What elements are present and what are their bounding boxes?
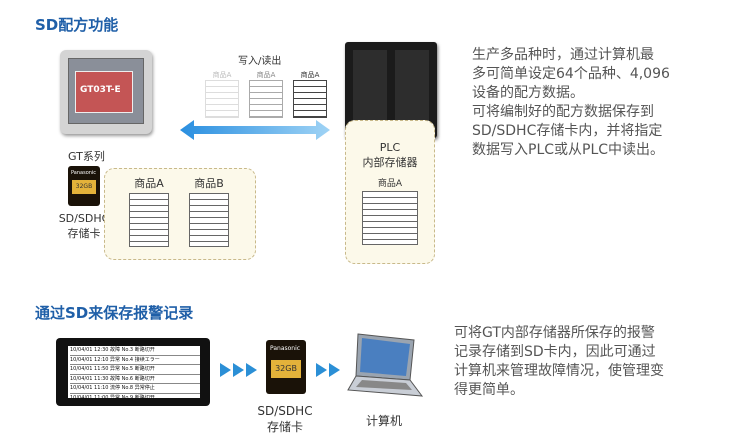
- sd-card-label-area: 32GB: [271, 360, 301, 378]
- arrow-right-icon: [233, 363, 244, 377]
- section2-description: 可将GT内部存储器所保存的报警 记录存储到SD卡内，因此可通过 计算机来管理故障…: [454, 324, 724, 400]
- sd-card-label-line2: 存储卡: [266, 420, 303, 434]
- gt-hmi-screen: GT03T-E: [68, 58, 144, 124]
- recipe-table-a: 商品A: [129, 175, 169, 247]
- write-read-label: 写入/读出: [238, 56, 282, 67]
- arrow-right-icon: [316, 363, 327, 377]
- gt-hmi-device: GT03T-E: [60, 50, 152, 134]
- product-sheet-1: 商品A: [205, 70, 239, 118]
- plc-memory-box: PLC 内部存储器 商品A: [345, 120, 435, 264]
- sd-card-capacity: 32GB: [75, 183, 93, 190]
- desc1-line: 设备的配方数据。: [472, 85, 584, 101]
- arrow-right-icon: [246, 363, 257, 377]
- sd-card-label-area: 32GB: [72, 180, 96, 194]
- transfer-arrows-2: [316, 362, 342, 381]
- section2-title: 通过SD来保存报警记录: [35, 304, 194, 322]
- product-sheet-label: 商品A: [300, 71, 320, 79]
- alarm-log-list: 10/04/01 12:30 故障 No.3 断路切开 10/04/01 12:…: [68, 346, 200, 401]
- sd-card-icon: Panasonic 32GB: [266, 340, 306, 394]
- gt-hmi-display: GT03T-E: [75, 71, 133, 113]
- plc-table-title: 商品A: [377, 179, 403, 189]
- product-sheet-label: 商品A: [256, 71, 276, 79]
- sd-card-icon: Panasonic 32GB: [68, 166, 100, 206]
- plc-table: [362, 191, 418, 245]
- product-sheet-3: 商品A: [293, 70, 327, 118]
- alarm-row: 10/04/01 11:00 异常 No.9 断路切开: [70, 394, 155, 401]
- plc-module: [353, 50, 387, 130]
- gt-series-label: GT系列: [68, 150, 105, 163]
- transfer-arrows-1: [220, 362, 259, 381]
- product-sheet-label: 商品A: [212, 71, 232, 79]
- desc1-line: 生产多品种时，通过计算机最: [472, 47, 654, 63]
- double-arrow-icon: [180, 120, 330, 140]
- desc1-line: 多可简单设定64个品种、4,096: [472, 66, 670, 82]
- plc-module: [395, 50, 429, 130]
- sd-card-label: SD/SDHC 存储卡: [250, 404, 320, 435]
- alarm-row: 10/04/01 11:10 流停 No.8 异常停止: [70, 384, 200, 394]
- section1-title: SD配方功能: [35, 16, 119, 34]
- sd-card-label-line1: SD/SDHC: [257, 404, 313, 418]
- product-sheet-2: 商品A: [249, 70, 283, 118]
- sd-card-brand: Panasonic: [71, 170, 97, 176]
- desc2-line: 可将GT内部存储器所保存的报警: [454, 325, 655, 341]
- sd-card-label-line2: 存储卡: [67, 227, 101, 240]
- alarm-log-screen: 10/04/01 12:30 故障 No.3 断路切开 10/04/01 12:…: [56, 338, 210, 406]
- plc-memory-label: 内部存储器: [362, 156, 418, 169]
- section1-description: 生产多品种时，通过计算机最 多可简单设定64个品种、4,096 设备的配方数据。…: [472, 46, 722, 160]
- alarm-row: 10/04/01 12:10 异常 No.4 接续エラー: [70, 356, 200, 365]
- desc1-line: SD/SDHC存储卡内，并将指定: [472, 123, 663, 139]
- sd-card-capacity: 32GB: [275, 364, 297, 373]
- desc2-line: 计算机来管理故障情况，使管理变: [454, 363, 664, 379]
- sd-card-brand: Panasonic: [270, 345, 301, 352]
- recipe-table-a-title: 商品A: [134, 177, 164, 190]
- alarm-row: 10/04/01 12:30 故障 No.3 断路切开: [70, 346, 200, 356]
- recipe-table-b: 商品B: [189, 175, 229, 247]
- gt-model-label: GT03T-E: [80, 85, 121, 95]
- laptop-icon: [347, 333, 424, 397]
- alarm-row: 10/04/01 11:50 异常 No.5 断路切开: [70, 365, 200, 375]
- product-sheets: 商品A 商品A 商品A: [205, 70, 335, 118]
- sd-recipe-box: 商品A 商品B: [104, 168, 256, 260]
- recipe-table-b-title: 商品B: [194, 177, 224, 190]
- arrow-right-icon: [329, 363, 340, 377]
- desc1-line: 数据写入PLC或从PLC中读出。: [472, 142, 665, 158]
- sd-card-label: SD/SDHC 存储卡: [54, 212, 114, 241]
- pc-label: 计算机: [365, 414, 402, 428]
- desc1-line: 可将编制好的配方数据保存到: [472, 104, 654, 120]
- plc-label: PLC: [379, 141, 401, 154]
- desc2-line: 得更简单。: [454, 382, 524, 398]
- sd-card-label-line1: SD/SDHC: [58, 212, 110, 225]
- alarm-row: 10/04/01 11:30 故障 No.6 断路切开: [70, 375, 200, 384]
- desc2-line: 记录存储到SD卡内，因此可通过: [454, 344, 656, 360]
- arrow-right-icon: [220, 363, 231, 377]
